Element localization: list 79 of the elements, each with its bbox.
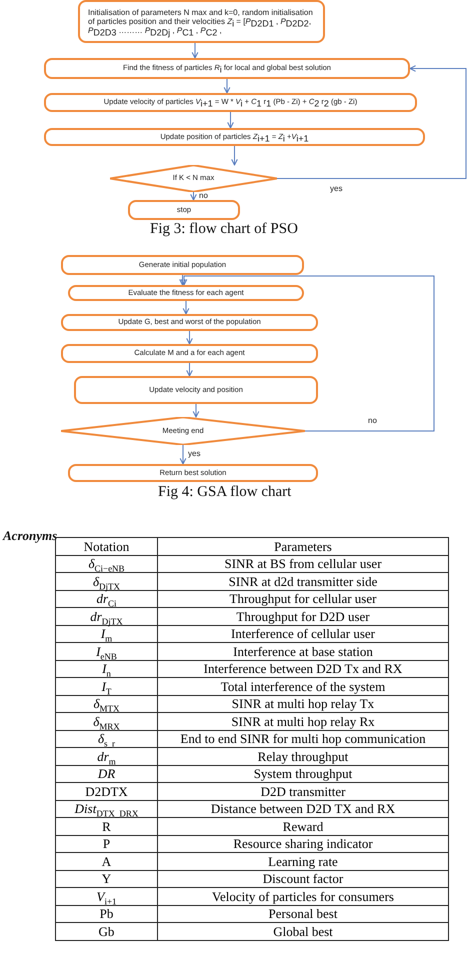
table-cell: Interference between D2D Tx and RX [158,660,448,678]
table-cell: Throughput for cellular user [158,590,448,608]
table-cell: V$_{i+1}$ [56,888,158,905]
process-box [78,0,325,43]
process-box [74,376,318,404]
table-cell: Velocity of particles for consumers [158,888,448,905]
figure-caption: Fig 4: GSA flow chart [158,484,292,501]
decision-diamond [61,417,305,445]
table-cell: Learning rate [158,852,448,870]
table-cell: SINR at BS from cellular user [158,555,448,572]
process-box [128,200,240,220]
process-box [68,285,304,301]
table-cell: Resource sharing indicator [158,835,448,852]
process-box [44,93,417,112]
table-cell: Υ [56,870,158,888]
column-header: Parameters [158,538,448,555]
table-cell: Distance between D2D TX and RX [158,800,448,818]
decision-diamond [110,165,277,192]
table-cell: P [56,835,158,852]
arrow [231,146,238,166]
process-box [61,255,304,275]
table-cell: Interference at base station [158,642,448,660]
table-cell: Discount factor [158,870,448,888]
column-header: Notation [56,538,158,555]
arrow [186,362,193,377]
table-cell: dr$_{m}$ [56,748,158,765]
table-cell: I$_{m}$ [56,625,158,642]
table-cell: Dist$_{DTX_DRX}$ [56,800,158,818]
arrow [179,274,186,286]
arrow [276,65,466,179]
table-cell: DR [56,765,158,782]
table-cell: Total interference of the system [158,678,448,695]
table-cell: A [56,852,158,870]
table-cell: SINR at d2d transmitter side [158,572,448,590]
table-cell: δ$_{DjTX}$ [56,572,158,590]
table-cell: δ$_{s_r}$ [56,730,158,748]
table-cell: I$_{T}$ [56,678,158,695]
table-cell: δ$_{MTX}$ [56,695,158,712]
edge-label: no [199,191,208,200]
table-cell: System throughput [158,765,448,782]
arrow [180,276,434,432]
table-cell: dr$_{DjTX}$ [56,608,158,625]
edge-label: no [368,416,377,425]
table-cell: dr$_{Ci}$ [56,590,158,608]
table-cell: I$_{eNB}$ [56,642,158,660]
table-cell: Personal best [158,905,448,922]
table-cell: SINR at multi hop relay Rx [158,712,448,730]
table-cell: Interference of cellular user [158,625,448,642]
table-cell: Global best [158,922,448,940]
table-cell: R [56,818,158,835]
process-box [61,344,318,363]
table-cell: δ$_{Ci−eNB}$ [56,555,158,572]
table-cell: δ$_{MRX}$ [56,712,158,730]
table-cell: Throughput for D2D user [158,608,448,625]
process-box [44,58,410,79]
table-cell: Pb [56,905,158,922]
table-cell: Gb [56,922,158,940]
process-box [61,314,318,331]
figure-caption: Fig 3: flow chart of PSO [150,221,298,238]
arrow [180,444,186,465]
arrow [192,42,198,59]
process-box [68,464,318,482]
arrow [227,112,234,129]
arrow [190,192,197,201]
arrow [186,330,193,345]
arrow [192,404,200,418]
process-box [44,128,425,146]
table-cell: D2DTX [56,782,158,800]
table-cell: End to end SINR for multi hop communication [158,730,448,748]
arrow [224,78,230,94]
edge-label: yes [330,184,342,193]
table-cell: Reward [158,818,448,835]
table-cell: I$_{n}$ [56,660,158,678]
table-cell: Relay throughput [158,748,448,765]
table-cell: D2D transmitter [158,782,448,800]
arrow [182,300,190,315]
section-heading: Acronyms [3,528,58,544]
edge-label: yes [188,449,200,458]
table-cell: SINR at multi hop relay Tx [158,695,448,712]
